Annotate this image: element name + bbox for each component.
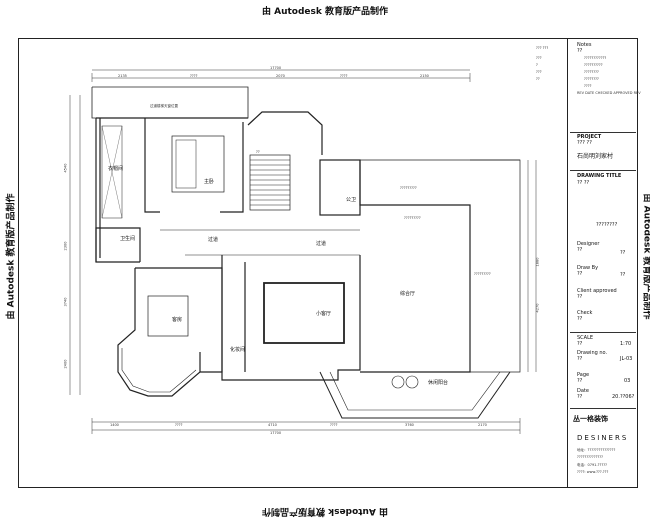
client-label: Client approved	[577, 288, 617, 294]
scale-value: ??	[577, 341, 583, 347]
telephone: 电话：0791-?????	[577, 463, 607, 467]
dim-top-seg-2: ????	[190, 74, 198, 78]
drawn-by-sig: ??	[620, 272, 626, 278]
company-logo: 丛一格装饰	[573, 415, 608, 423]
note-roof-top: ?????????	[404, 216, 421, 220]
dim-top-seg-3: 2070	[276, 74, 285, 78]
date-value: ??	[577, 394, 583, 400]
dim-bottom-seg-6: 2170	[478, 423, 487, 427]
divider	[570, 132, 636, 133]
project-value: ??? ??	[577, 140, 592, 146]
brand-name: DESINERS	[577, 434, 629, 442]
legend-sym-2: ???	[536, 56, 542, 60]
project-name: 石尚明刘家村	[577, 153, 614, 160]
drawn-by-value: ??	[577, 271, 583, 277]
drawing-no-label: Drawing no.	[577, 350, 608, 356]
legend-sym-5: ??	[536, 77, 540, 81]
project-label: PROJECT	[577, 134, 602, 140]
dim-bottom-seg-4: ????	[330, 423, 338, 427]
dim-left-seg-1: 4540	[63, 163, 68, 173]
room-corridor-2: 过道	[316, 241, 327, 247]
website: ????: www.???.???	[577, 470, 609, 474]
designer-sig: ??	[620, 250, 626, 256]
room-corridor-1: 过道	[208, 237, 219, 243]
room-public-wc: 公卫	[346, 197, 357, 203]
legend-desc-3: ????????	[584, 70, 599, 74]
dim-bottom-seg-1: 1400	[110, 423, 119, 427]
drawing-title-value: ?? ??	[577, 180, 590, 186]
dim-left-seg-4: 2400	[63, 359, 68, 369]
scale-ratio: 1:70	[620, 341, 632, 347]
date-text: 20.??06?	[612, 394, 635, 400]
address-line-2: ??????????????	[577, 455, 604, 459]
dim-left-seg-3: 3740	[63, 297, 68, 307]
legend-desc-2: ??????????	[584, 63, 603, 67]
dim-bottom-seg-5: 3760	[405, 423, 414, 427]
watermark-top: 由 Autodesk 教育版产品制作	[261, 7, 388, 17]
room-guest: 客房	[172, 317, 183, 323]
room-small-living: 小客厅	[316, 311, 332, 317]
legend-desc-4: ????????	[584, 77, 599, 81]
dim-top-seg-1: 2135	[118, 74, 127, 78]
note-skylight-2: ?????????	[400, 186, 417, 190]
check-label: Check	[577, 310, 593, 316]
drawing-title-label: DRAWING TITLE	[577, 173, 622, 179]
divider	[570, 170, 636, 171]
divider	[570, 408, 636, 409]
dim-left-seg-2: 2300	[63, 241, 68, 251]
notes-heading: Notes	[577, 42, 592, 48]
note-skylight-1: 过道楼梯天窗位置	[150, 104, 178, 108]
drawing-sheet-border	[18, 38, 638, 488]
room-master-bed: 主卧	[204, 179, 215, 185]
dim-right-seg-1: 1880	[535, 257, 540, 267]
room-balcony: 休闲阳台	[428, 380, 449, 386]
room-dressing: 化妆间	[230, 347, 246, 353]
room-lounge: 综合厅	[400, 291, 416, 297]
divider	[570, 332, 636, 333]
legend-sym-3: ?	[536, 63, 538, 67]
dim-bottom-total: 17700	[270, 431, 282, 435]
page-label: Page	[577, 372, 590, 378]
dim-right-seg-2: 4270	[535, 303, 540, 313]
designer-label: Designer	[577, 241, 600, 247]
client-value: ??	[577, 294, 583, 300]
address-line-1: 地址：???????????????	[577, 448, 616, 452]
dim-bottom-seg-2: ????	[175, 423, 183, 427]
drawing-title-name: ????????	[596, 222, 618, 228]
designer-value: ??	[577, 247, 583, 253]
dim-top-seg-4: ????	[340, 74, 348, 78]
legend-sym-4: ???	[536, 70, 542, 74]
note-stair: ??	[256, 150, 260, 154]
dim-bottom-seg-3: 4710	[268, 423, 277, 427]
legend-desc-5: ????	[584, 84, 592, 88]
legend-desc-1: ????????????	[584, 56, 607, 60]
check-value: ??	[577, 316, 583, 322]
note-roof-right: ?????????	[474, 272, 491, 276]
title-block-column	[567, 38, 638, 488]
drawing-no-value: ??	[577, 356, 583, 362]
rev-header: REV DATE CHECKED APPROVED REV	[577, 91, 641, 95]
page-no: 03	[624, 378, 631, 384]
dim-top-seg-5: 2150	[420, 74, 429, 78]
date-label: Date	[577, 388, 589, 394]
legend-sym-1: ??? ???	[536, 46, 549, 50]
page-value: ??	[577, 378, 583, 384]
drawn-by-label: Draw By	[577, 265, 599, 271]
drawing-no-code: JL-03	[620, 356, 633, 362]
room-cloakroom: 衣帽间	[108, 166, 124, 172]
dim-top-total: 17700	[270, 66, 282, 70]
scale-label: SCALE	[577, 335, 594, 341]
room-bath: 卫生间	[120, 236, 136, 242]
notes-line1: ??	[577, 48, 583, 54]
